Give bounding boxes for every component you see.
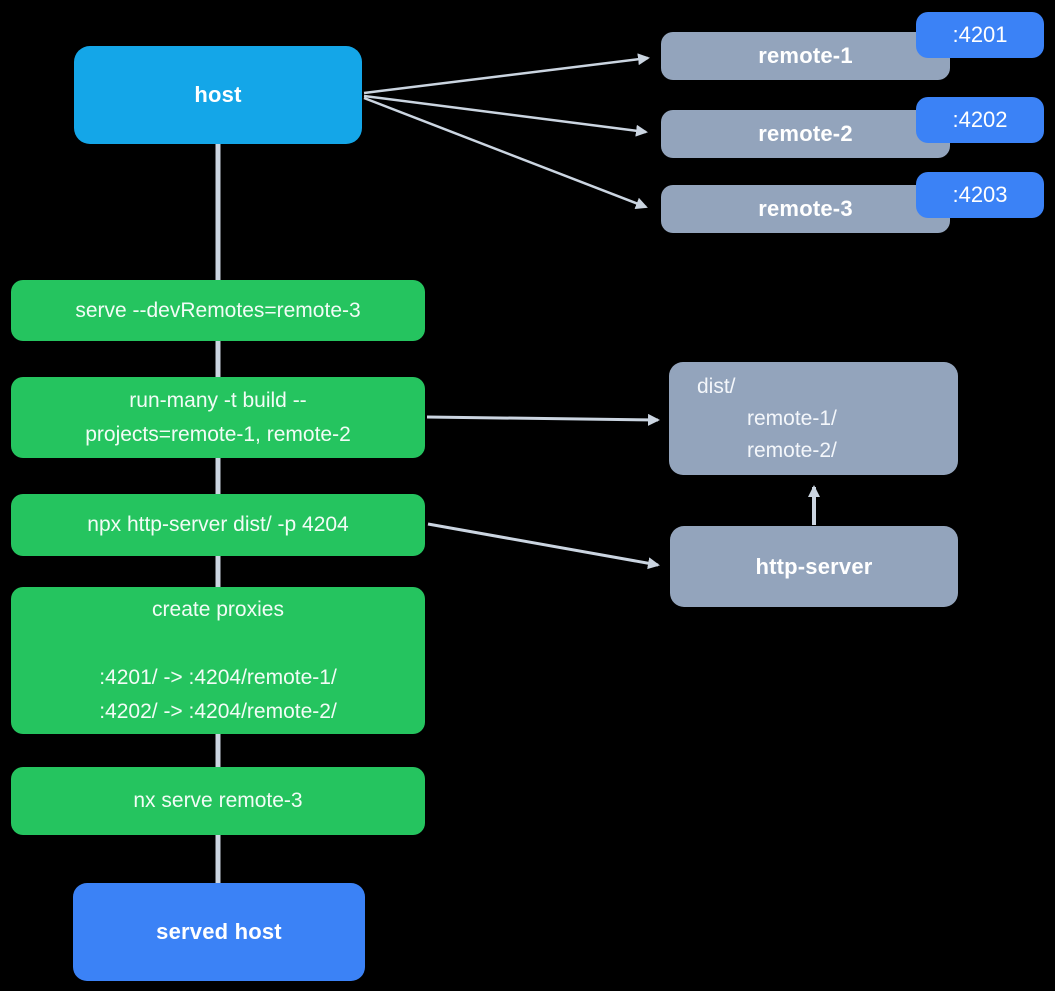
dist-folder-node: dist/ remote-1/ remote-2/ [669, 362, 958, 475]
port-4203-label: :4203 [952, 182, 1008, 207]
remote-2-node: remote-2 [661, 110, 950, 158]
step-create-proxies: create proxies :4201/ -> :4204/remote-1/… [11, 587, 425, 734]
edge-host-remote-2 [363, 94, 648, 137]
step-run-many-build: run-many -t build -- projects=remote-1, … [11, 377, 425, 458]
step-create-proxies-title: create proxies [152, 597, 284, 621]
dist-root-label: dist/ [697, 374, 736, 398]
step-npx-http-server-text: npx http-server dist/ -p 4204 [87, 513, 349, 536]
edge-npx-httpserver [427, 522, 660, 570]
step-run-many-line-2: projects=remote-1, remote-2 [85, 422, 351, 446]
served-host-label: served host [156, 919, 282, 944]
remote-3-node: remote-3 [661, 185, 950, 233]
remote-1-label: remote-1 [758, 43, 853, 68]
http-server-node: http-server [670, 526, 958, 607]
step-serve-devremotes-text: serve --devRemotes=remote-3 [75, 298, 361, 322]
port-badge-4202: :4202 [916, 97, 1044, 143]
host-label: host [194, 82, 242, 107]
remote-2-label: remote-2 [758, 121, 853, 146]
step-proxy-4202-text: :4202/ -> :4204/remote-2/ [99, 699, 337, 723]
port-4201-label: :4201 [952, 22, 1008, 47]
step-serve-devremotes: serve --devRemotes=remote-3 [11, 280, 425, 341]
edge-host-remote-1 [363, 53, 650, 95]
http-server-label: http-server [755, 553, 873, 579]
host-node: host [74, 46, 362, 144]
remote-3-label: remote-3 [758, 196, 853, 221]
step-proxy-4201-text: :4201/ -> :4204/remote-1/ [99, 665, 337, 689]
port-badge-4201: :4201 [916, 12, 1044, 58]
edge-host-remote-3 [363, 96, 648, 209]
remote-1-node: remote-1 [661, 32, 950, 80]
dist-remote-2-label: remote-2/ [747, 438, 837, 462]
step-nx-serve-remote-3-text: nx serve remote-3 [133, 789, 303, 812]
port-badge-4203: :4203 [916, 172, 1044, 218]
step-run-many-line-1: run-many -t build -- [129, 388, 307, 412]
dist-remote-1-label: remote-1/ [747, 406, 837, 430]
step-nx-serve-remote-3: nx serve remote-3 [11, 767, 425, 835]
port-4202-label: :4202 [952, 107, 1008, 132]
step-npx-http-server: npx http-server dist/ -p 4204 [11, 494, 425, 556]
served-host-node: served host [73, 883, 365, 981]
edge-build-dist [426, 413, 660, 426]
